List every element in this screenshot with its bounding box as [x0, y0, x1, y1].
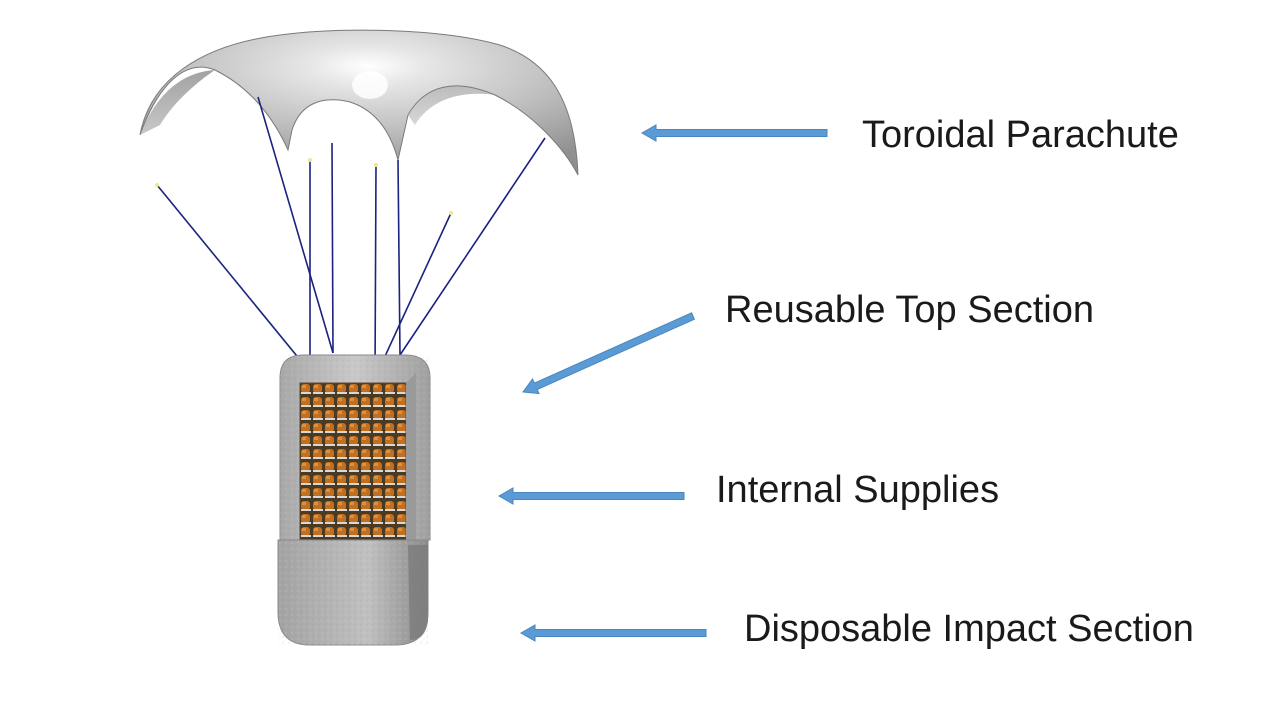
- internal-supplies-stack: [299, 382, 407, 549]
- attachment-dot: [374, 163, 378, 167]
- label-disposable-impact-section: Disposable Impact Section: [744, 608, 1194, 650]
- suspension-line: [156, 184, 311, 373]
- toroidal-parachute-canopy: [139, 29, 579, 176]
- canopy-inner-right: [408, 85, 495, 125]
- arrow-toroidal-parachute: [640, 124, 828, 142]
- attachment-dot: [308, 158, 312, 162]
- suspension-line: [374, 164, 377, 379]
- suspension-line: [397, 159, 401, 356]
- suspension-line: [399, 137, 546, 356]
- impact-section-edge: [408, 545, 428, 640]
- suspension-line: [257, 96, 334, 354]
- label-toroidal-parachute: Toroidal Parachute: [862, 114, 1179, 156]
- line-attachment-dots: [155, 158, 453, 215]
- canopy-inner-left: [140, 70, 215, 135]
- attachment-dot: [449, 211, 453, 215]
- supplies-side-shadow: [406, 373, 416, 548]
- label-reusable-top-section: Reusable Top Section: [725, 289, 1094, 331]
- canopy-highlight: [352, 71, 388, 99]
- suspension-lines: [156, 96, 546, 379]
- attachment-dot: [155, 183, 159, 187]
- suspension-line: [374, 212, 452, 379]
- impact-section-texture: [278, 540, 428, 645]
- arrow-internal-supplies: [497, 487, 685, 505]
- label-internal-supplies: Internal Supplies: [716, 469, 1000, 511]
- suspension-line: [331, 142, 334, 354]
- pointer-arrows: [497, 124, 828, 642]
- arrow-disposable-impact-section: [519, 624, 707, 642]
- supply-container: [277, 354, 431, 646]
- canopy-shell: [139, 29, 579, 176]
- arrow-reusable-top-section: [522, 312, 696, 395]
